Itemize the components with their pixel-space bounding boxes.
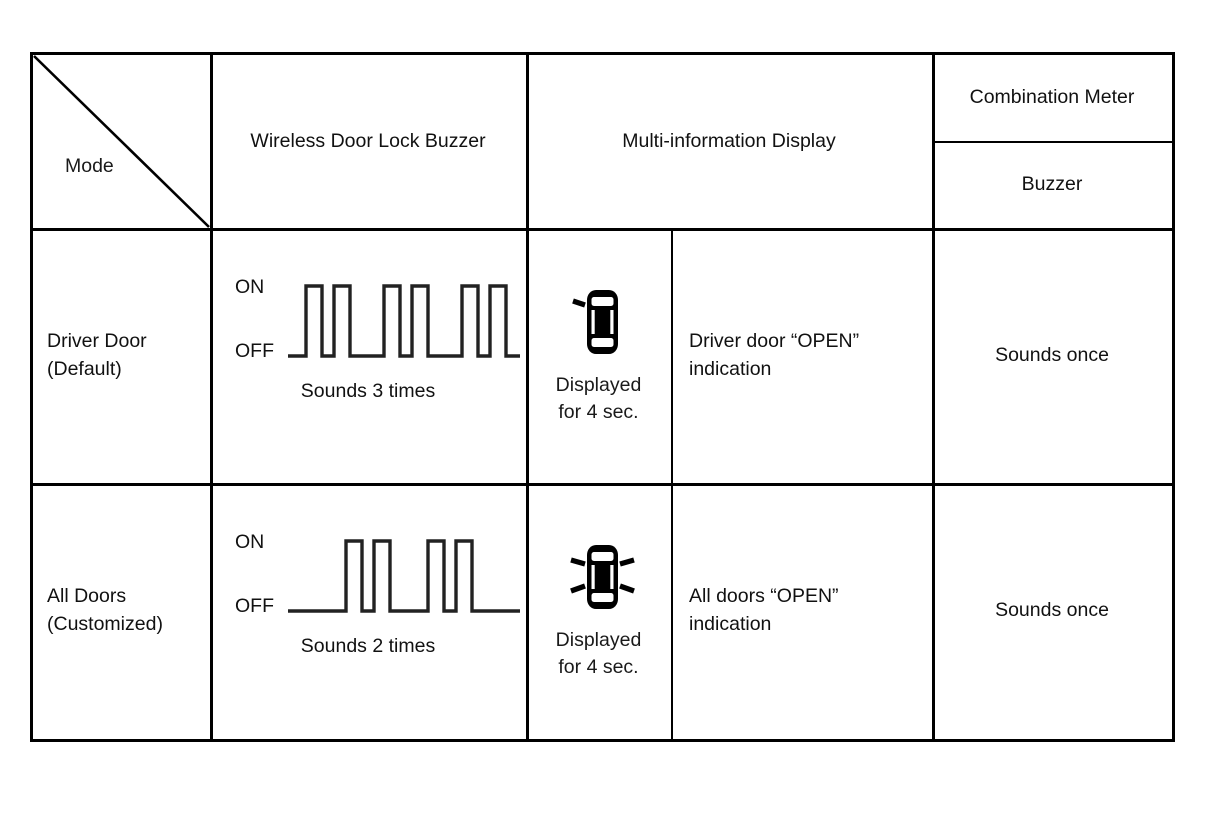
row0-display-icon-cell: Displayed for 4 sec. [526,228,671,483]
col-rule-display-sub [671,228,673,739]
row1-wave-off-label: OFF [235,595,274,617]
diagonal-divider-icon [33,55,210,228]
row0-mode-line2: (Default) [47,357,122,380]
row1-display-caption: Displayed for 4 sec. [555,629,642,678]
row1-indication-cell: All doors “OPEN” indication [671,483,932,739]
corner-header-cell: Mode [33,55,210,228]
combination-meter-header: Combination Meter [969,86,1135,109]
car-all-doors-open-icon [569,545,635,610]
meter-header-split-rule [932,141,1172,143]
buzzer-subheader: Buzzer [1021,172,1083,195]
row1-display-icon-cell: Displayed for 4 sec. [526,483,671,739]
row1-mode-line1: All Doors [47,585,127,608]
row1-indication-line1: All doors “OPEN” [689,585,839,608]
row1-buzzer-waveform: ON OFF Sounds 2 times [210,483,526,739]
mode-header-label: Mode [65,155,114,177]
mode-specification-table: Mode Wireless Door Lock Buzzer Multi-inf… [30,52,1175,742]
table-row: All Doors (Customized) [33,483,210,739]
row0-indication-cell: Driver door “OPEN” indication [671,228,932,483]
row0-display-caption: Displayed for 4 sec. [555,373,642,423]
header-bottom-rule [33,228,1172,231]
row0-wave-on-label: ON [235,276,265,298]
row0-mode-line1: Driver Door [47,329,147,352]
col-rule-mode [210,55,213,739]
row1-indication-line2: indication [689,613,772,635]
row0-meter-buzzer: Sounds once [995,343,1109,366]
row1-mode-line2: (Customized) [47,613,163,635]
car-driver-door-open-icon [571,289,618,354]
row1-waveform-icon [288,539,520,613]
col-rule-meter [932,55,935,739]
row-divider-rule [33,483,1172,486]
row0-waveform-icon [288,284,520,358]
row0-wave-off-label: OFF [235,340,274,362]
row0-wave-caption: Sounds 3 times [300,380,436,402]
row0-indication-line1: Driver door “OPEN” [689,329,860,352]
table-row: Driver Door (Default) [33,228,210,483]
row0-buzzer-waveform: ON OFF Sounds 3 times [210,228,526,483]
row0-indication-line2: indication [689,357,772,380]
row1-wave-caption: Sounds 2 times [300,635,436,657]
col-rule-wireless [526,55,529,739]
row1-wave-on-label: ON [235,531,265,553]
row1-meter-buzzer: Sounds once [995,599,1109,622]
multi-information-display-header: Multi-information Display [622,129,836,152]
wireless-buzzer-header: Wireless Door Lock Buzzer [250,129,486,152]
